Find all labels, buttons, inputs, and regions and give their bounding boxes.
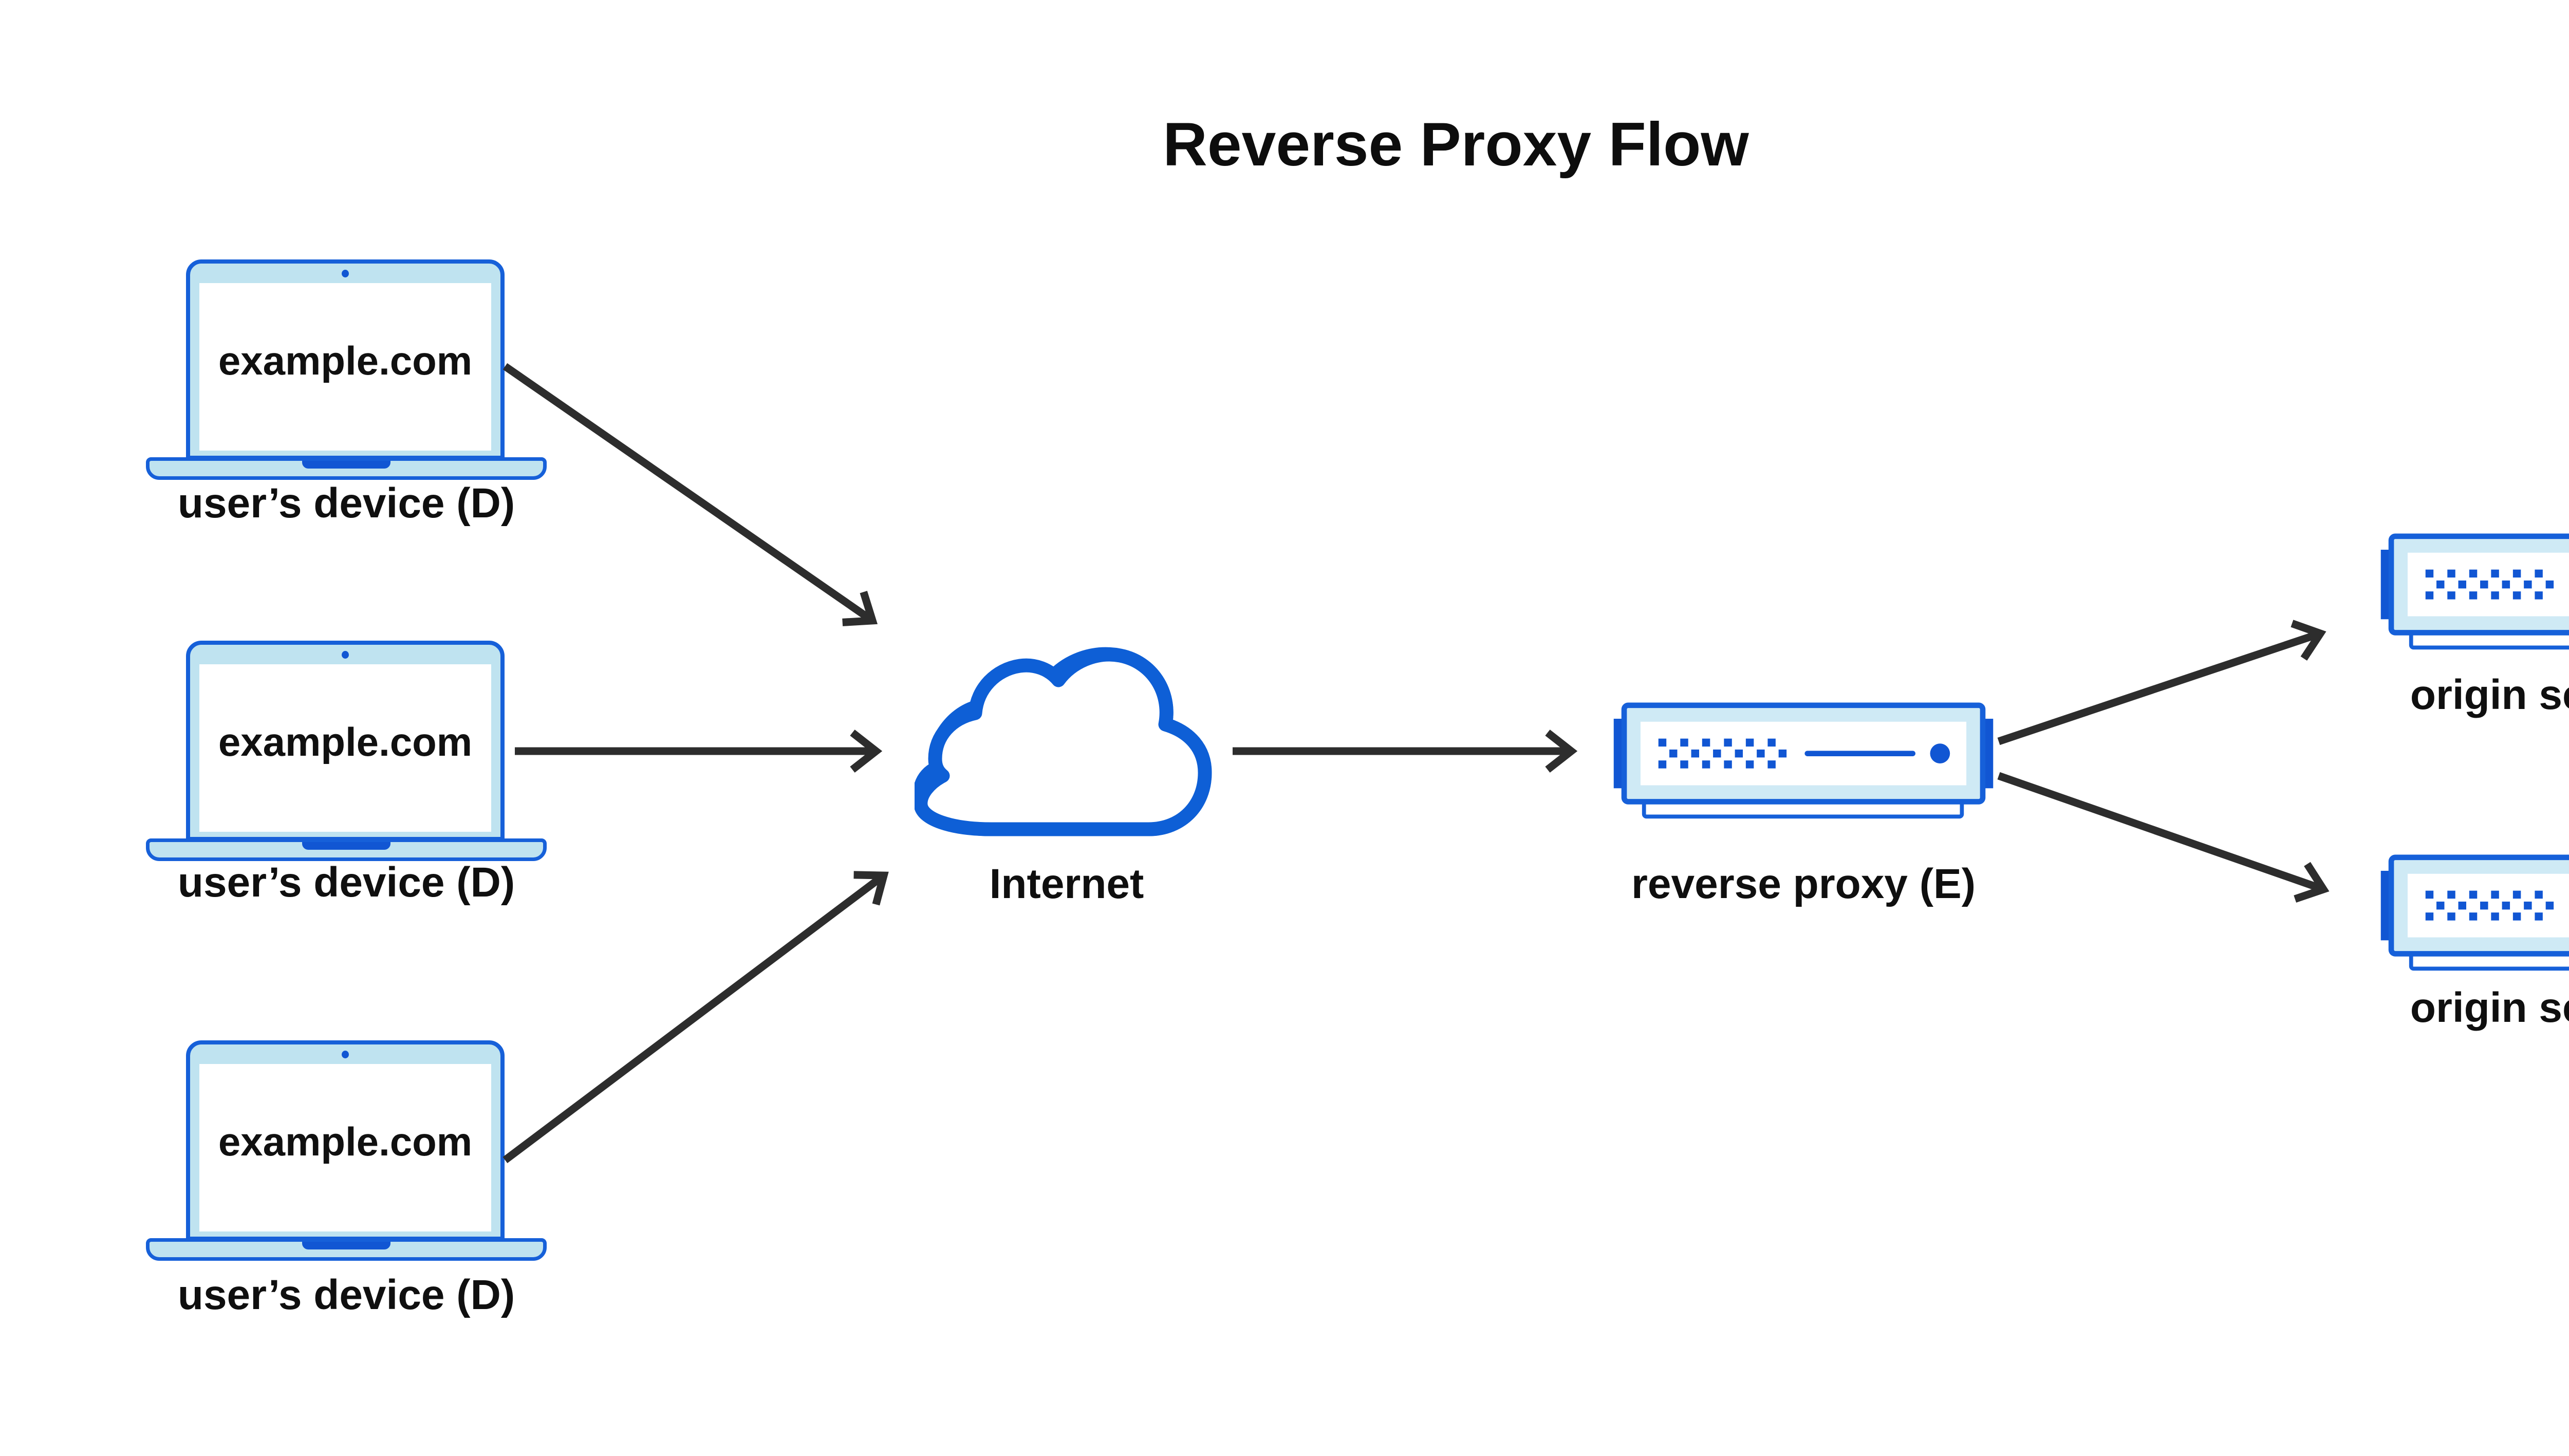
laptop-base bbox=[146, 1238, 547, 1261]
laptop-notch bbox=[302, 842, 390, 850]
laptop-icon: example.com bbox=[186, 641, 505, 841]
camera-dot-icon bbox=[342, 270, 349, 277]
user-device-2: example.com user’s device (D) bbox=[146, 641, 547, 949]
laptop-screen: example.com bbox=[199, 283, 491, 451]
camera-dot-icon bbox=[342, 651, 349, 659]
page-title: Reverse Proxy Flow bbox=[1163, 110, 1749, 179]
laptop-notch bbox=[302, 1242, 390, 1249]
laptop-notch bbox=[302, 461, 390, 469]
cloud-icon bbox=[915, 647, 1212, 836]
arrow-proxy-to-origin1 bbox=[1997, 620, 2326, 745]
laptop-base bbox=[146, 457, 547, 480]
internet-label: Internet bbox=[989, 861, 1144, 907]
device-caption: user’s device (D) bbox=[177, 480, 515, 527]
rack-server-icon-proxy bbox=[1610, 701, 1997, 825]
device-screen-text: example.com bbox=[218, 338, 473, 383]
device-caption: user’s device (D) bbox=[177, 859, 515, 906]
origin-label-1: origin server (F) bbox=[2410, 671, 2569, 718]
laptop-base bbox=[146, 838, 547, 861]
user-device-3: example.com user’s device (D) bbox=[146, 1040, 547, 1349]
laptop-screen: example.com bbox=[199, 664, 491, 832]
rack-server-icon-origin-1 bbox=[2377, 532, 2569, 656]
proxy-label: reverse proxy (E) bbox=[1631, 861, 1976, 907]
arrow-device3-to-internet bbox=[502, 871, 889, 1163]
origin-label-2: origin server (F) bbox=[2410, 984, 2569, 1031]
laptop-screen: example.com bbox=[199, 1064, 491, 1231]
device-screen-text: example.com bbox=[218, 1118, 473, 1164]
device-screen-text: example.com bbox=[218, 719, 473, 764]
rack-server-icon-origin-2 bbox=[2377, 853, 2569, 977]
user-device-1: example.com user’s device (D) bbox=[146, 259, 547, 568]
camera-dot-icon bbox=[342, 1051, 349, 1058]
arrow-proxy-to-origin2 bbox=[1997, 772, 2330, 903]
laptop-icon: example.com bbox=[186, 1040, 505, 1241]
device-caption: user’s device (D) bbox=[177, 1272, 515, 1318]
laptop-icon: example.com bbox=[186, 259, 505, 460]
